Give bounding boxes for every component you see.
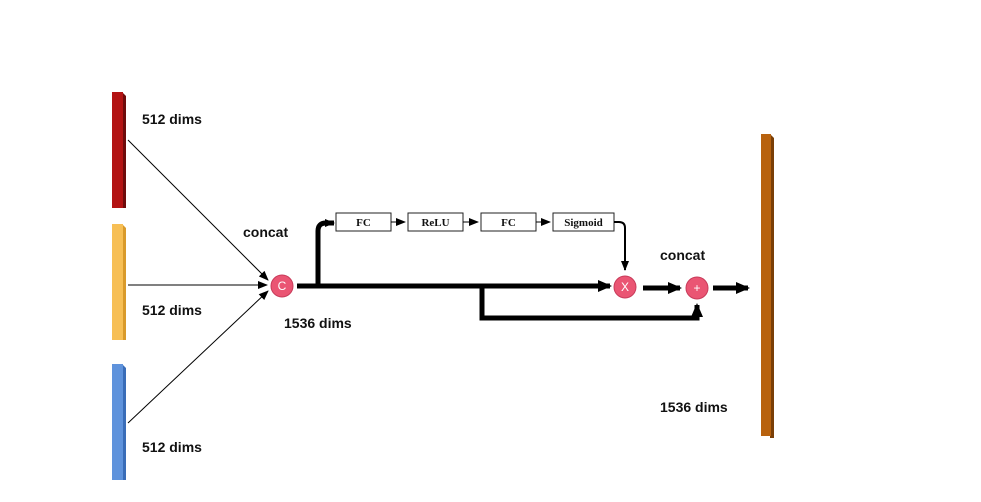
input-bar-blue — [112, 364, 126, 480]
concat-node: C — [270, 274, 294, 298]
concat-label: concat — [243, 224, 288, 240]
multiply-node-symbol: X — [621, 280, 629, 294]
output-label: 1536 dims — [660, 399, 728, 415]
add-node: + — [685, 276, 709, 300]
se-box-sigmoid: Sigmoid — [552, 212, 615, 232]
add-node-symbol: + — [693, 281, 700, 295]
arrow-blue-to-concat — [127, 290, 269, 424]
arrow-to-se-block — [315, 219, 335, 286]
input-label-top: 512 dims — [142, 111, 202, 127]
concat-node-symbol: C — [278, 279, 287, 293]
svg-text:Sigmoid: Sigmoid — [564, 217, 603, 229]
input-label-bottom: 512 dims — [142, 439, 202, 455]
svg-text:FC: FC — [356, 217, 371, 229]
input-label-middle: 512 dims — [142, 302, 202, 318]
concat-output-label: 1536 dims — [284, 315, 352, 331]
se-box-fc-1: FC — [335, 212, 392, 232]
output-bar — [761, 134, 774, 438]
multiply-node: X — [613, 275, 637, 299]
se-box-relu: ReLU — [407, 212, 464, 232]
arrow-skip-to-add — [479, 286, 703, 321]
add-concat-label: concat — [660, 247, 705, 263]
svg-text:ReLU: ReLU — [421, 217, 449, 229]
arrow-sigmoid-to-multiply — [614, 221, 629, 271]
se-box-fc-2: FC — [480, 212, 537, 232]
svg-text:FC: FC — [501, 217, 516, 229]
input-bar-red — [112, 92, 126, 208]
input-bar-yellow — [112, 224, 126, 340]
arrow-red-to-concat — [127, 139, 269, 281]
